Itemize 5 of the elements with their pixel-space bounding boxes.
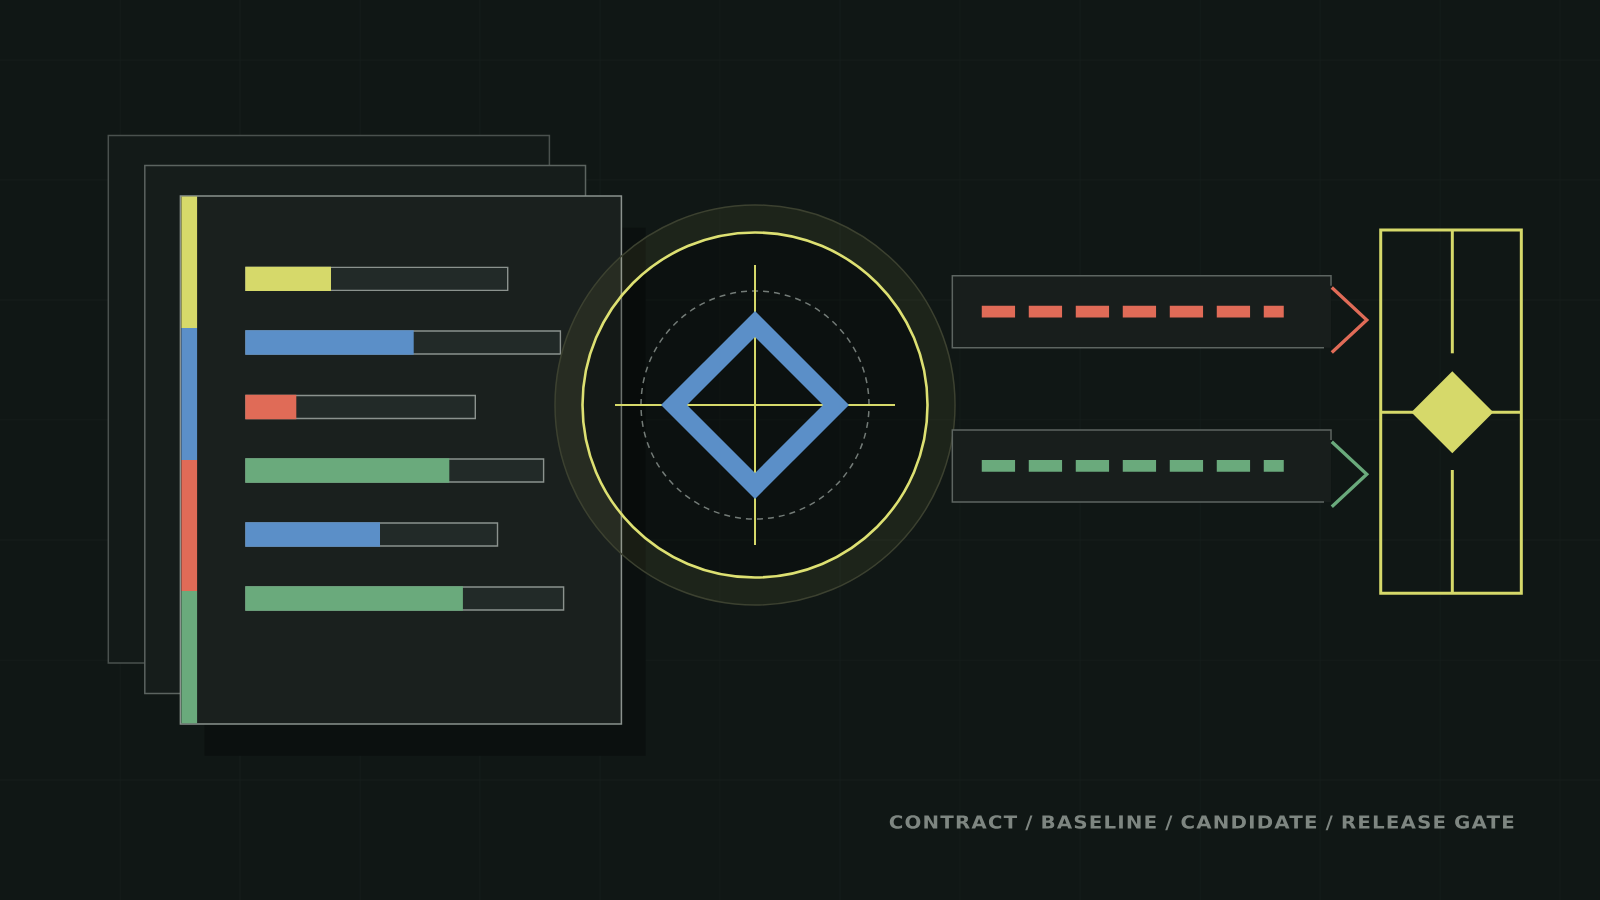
arrow [981, 286, 1370, 354]
target-circle [554, 204, 956, 606]
gate-box [1379, 228, 1523, 595]
arrow [981, 440, 1370, 508]
caption: CONTRACT / BASELINE / CANDIDATE / RELEASE GATE [889, 815, 1514, 831]
